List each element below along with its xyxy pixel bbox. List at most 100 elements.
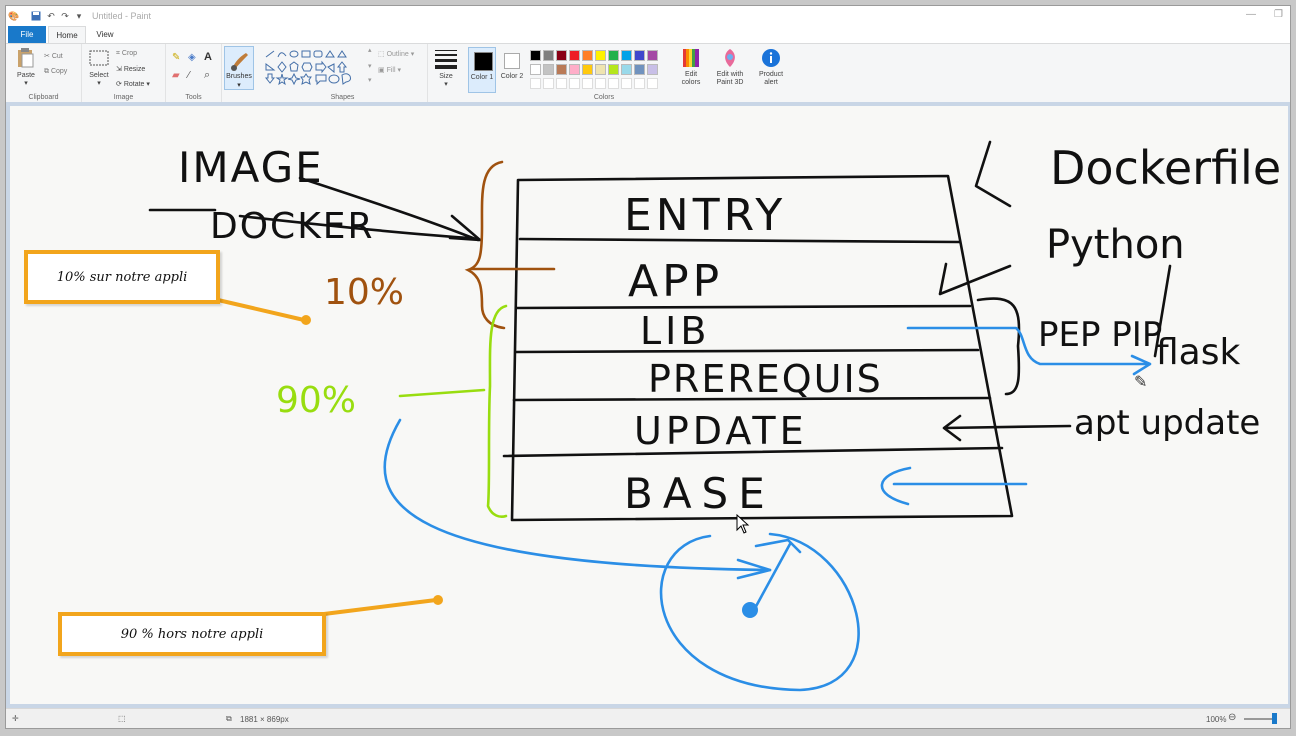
palette-swatch[interactable] (595, 64, 606, 75)
palette-swatch[interactable] (556, 50, 567, 61)
rainbow-palette-icon (683, 49, 699, 67)
palette-swatch-empty[interactable] (582, 78, 593, 89)
cut-button[interactable]: ✂ Cut (44, 53, 63, 60)
flask-box (1153, 264, 1172, 358)
undo-icon[interactable]: ↶ (47, 10, 55, 21)
palette-swatch[interactable] (543, 50, 554, 61)
palette-swatch[interactable] (582, 64, 593, 75)
palette-swatch-empty[interactable] (595, 78, 606, 89)
palette-swatch[interactable] (530, 64, 541, 75)
tab-view[interactable]: View (96, 30, 114, 39)
palette-swatch[interactable] (582, 50, 593, 61)
callout-pointer-top (216, 298, 306, 322)
palette-swatch[interactable] (647, 64, 658, 75)
palette-swatch[interactable] (647, 50, 658, 61)
palette-swatch[interactable] (569, 64, 580, 75)
text-icon[interactable]: A (204, 51, 212, 63)
palette-swatch[interactable] (608, 64, 619, 75)
redo-icon[interactable]: ↷ (61, 10, 69, 21)
palette-swatch-empty[interactable] (608, 78, 619, 89)
resize-icon: ⇲ (116, 66, 122, 73)
customize-toolbar-icon[interactable]: ▾ (76, 10, 82, 21)
rotate-button[interactable]: ⟳ Rotate ▾ (116, 81, 150, 88)
scissors-icon: ✂ (44, 53, 50, 60)
maximize-button[interactable]: ❐ (1274, 9, 1283, 20)
palette-swatch[interactable] (595, 50, 606, 61)
palette-swatch-empty[interactable] (543, 78, 554, 89)
image-dimensions: 1881 × 869px (240, 715, 289, 724)
shapes-group: ▴ ▾ ▾ ⬚ Outline ▾ ▣ Fill ▾ Shapes (258, 44, 428, 102)
palette-swatch-empty[interactable] (634, 78, 645, 89)
pencil-icon[interactable]: ✎ (172, 52, 181, 63)
outline-dropdown[interactable]: ⬚ Outline ▾ (378, 51, 415, 58)
color-picker-icon[interactable]: ⁄ (188, 70, 190, 81)
edit-colors-button[interactable]: Edit colors (676, 48, 706, 87)
copy-button[interactable]: ⧉ Copy (44, 68, 68, 75)
brushes-button[interactable]: Brushes ▾ (224, 46, 254, 90)
palette-swatch[interactable] (556, 64, 567, 75)
image-group-label: Image (113, 94, 134, 101)
save-icon[interactable] (30, 10, 42, 22)
select-button[interactable]: Select ▾ (86, 49, 112, 88)
palette-swatch[interactable] (543, 64, 554, 75)
size-button[interactable]: Size ▾ (432, 48, 460, 89)
palette-swatch[interactable] (608, 50, 619, 61)
blue-circle (659, 532, 860, 692)
crop-button[interactable]: ⌗ Crop (116, 50, 138, 57)
docker-label: DOCKER (210, 206, 375, 247)
drawing-canvas[interactable]: ENTRY APP LIB PREREQUIS UPDATE BASE IMAG… (10, 106, 1288, 704)
color1-button[interactable]: Color 1 (468, 47, 496, 93)
palette-swatch-empty[interactable] (569, 78, 580, 89)
color2-swatch (504, 53, 520, 69)
stack-outline (510, 174, 1014, 522)
palette-swatch-empty[interactable] (556, 78, 567, 89)
palette-swatch[interactable] (621, 64, 632, 75)
eraser-icon[interactable]: ▰ (172, 70, 180, 81)
magnifier-icon[interactable]: ⌕ (204, 69, 211, 81)
apt-update-label: apt update (1074, 403, 1260, 443)
palette-swatch[interactable] (634, 64, 645, 75)
zoom-slider-thumb[interactable] (1272, 713, 1277, 724)
palette-swatch-empty[interactable] (621, 78, 632, 89)
edit-with-paint3d-button[interactable]: Edit with Paint 3D (710, 48, 750, 87)
shapes-gallery-icon[interactable] (264, 48, 364, 90)
layer-divider (518, 237, 962, 244)
python-arrow (938, 262, 1012, 296)
window-title: Untitled - Paint (92, 11, 152, 21)
palette-swatch[interactable] (530, 50, 541, 61)
fill-dropdown[interactable]: ▣ Fill ▾ (378, 67, 401, 74)
fill-icon[interactable]: ◈ (188, 52, 196, 63)
cursor-position-icon: ✛ (12, 714, 19, 723)
minimize-button[interactable]: — (1246, 9, 1256, 20)
zoom-out-button[interactable]: ⊖ (1228, 712, 1237, 723)
tab-home[interactable]: Home (48, 26, 86, 43)
palette-swatch-empty[interactable] (647, 78, 658, 89)
blue-curve (383, 418, 772, 572)
palette-swatch-empty[interactable] (530, 78, 541, 89)
paint-window: 🎨 ↶ ↷ ▾ Untitled - Paint — ❐ File Home V… (6, 6, 1290, 728)
color2-button[interactable]: Color 2 (498, 47, 526, 93)
docker-arrow (148, 208, 472, 240)
canvas-area: ENTRY APP LIB PREREQUIS UPDATE BASE IMAG… (6, 102, 1290, 708)
palette-swatch[interactable] (569, 50, 580, 61)
zoom-slider[interactable] (1244, 718, 1274, 720)
resize-button[interactable]: ⇲ Resize (116, 66, 146, 73)
tools-group: ✎ ◈ A ▰ ⁄ ⌕ Tools (166, 44, 222, 102)
info-icon (762, 49, 780, 67)
drawing-svg[interactable]: ENTRY APP LIB PREREQUIS UPDATE BASE IMAG… (10, 106, 1288, 704)
layer-label-base: BASE (624, 469, 775, 518)
title-bar: 🎨 ↶ ↷ ▾ Untitled - Paint — ❐ (6, 6, 1290, 26)
paste-icon (18, 48, 34, 68)
dockerfile-label: Dockerfile (1050, 141, 1281, 195)
blue-dot (742, 602, 758, 618)
palette-swatch[interactable] (621, 50, 632, 61)
layer-label-app: APP (628, 256, 723, 307)
green-brace (486, 304, 508, 518)
base-arrow (880, 466, 1028, 506)
layer-divider (514, 304, 972, 310)
pep-pip-label: PEP PIP (1038, 315, 1162, 355)
palette-swatch[interactable] (634, 50, 645, 61)
paste-button[interactable]: Paste ▾ (12, 47, 40, 88)
tab-file[interactable]: File (8, 26, 46, 43)
product-alert-button[interactable]: Product alert (752, 48, 790, 87)
